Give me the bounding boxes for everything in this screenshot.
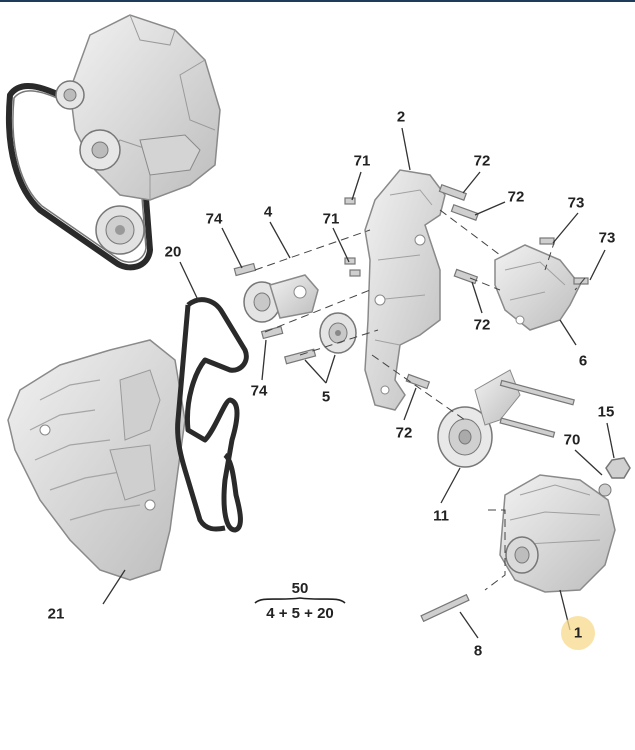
callout-part-72-lower[interactable]: 72 — [395, 424, 413, 442]
callout-part-20[interactable]: 20 — [164, 243, 182, 261]
callout-part-71-middle[interactable]: 71 — [322, 210, 340, 228]
callout-leader-lines — [102, 127, 615, 639]
callout-part-4[interactable]: 4 — [263, 203, 273, 221]
callout-part-5[interactable]: 5 — [321, 388, 331, 406]
kit-brace — [254, 597, 346, 604]
assembly-guide-lines — [254, 209, 586, 591]
callout-part-73-lower[interactable]: 73 — [598, 229, 616, 247]
callout-part-71-top[interactable]: 71 — [353, 152, 371, 170]
accessory-bracket-part-2 — [364, 169, 446, 411]
callout-part-73-upper[interactable]: 73 — [567, 194, 585, 212]
highlight-circle-part-1 — [561, 616, 595, 650]
kit-contents: 4 + 5 + 20 — [266, 605, 334, 622]
callout-part-72-middle[interactable]: 72 — [473, 316, 491, 334]
callout-part-74-upper[interactable]: 74 — [205, 210, 223, 228]
top-border-line — [0, 0, 635, 2]
callout-part-70[interactable]: 70 — [563, 431, 581, 449]
callout-part-72-upper-right[interactable]: 72 — [507, 188, 525, 206]
callout-part-1[interactable]: 1 — [573, 624, 583, 642]
idler-pulley-part-5 — [319, 312, 357, 354]
kit-number[interactable]: 50 — [291, 580, 309, 597]
drive-belt-part-20 — [175, 297, 249, 533]
callout-part-15[interactable]: 15 — [597, 403, 615, 421]
fasteners — [233, 183, 589, 623]
bracket-part-6 — [494, 244, 581, 331]
callout-part-2[interactable]: 2 — [396, 108, 406, 126]
callout-part-8[interactable]: 8 — [473, 642, 483, 660]
callout-part-72-top[interactable]: 72 — [473, 152, 491, 170]
nut-part-15 — [605, 457, 631, 479]
callout-part-74-lower[interactable]: 74 — [250, 382, 268, 400]
pulley-part-11 — [437, 369, 521, 468]
callout-part-21[interactable]: 21 — [47, 605, 65, 623]
belt-tensioner-part-4 — [243, 274, 319, 323]
timing-cover-part-21 — [7, 339, 186, 581]
callout-part-11[interactable]: 11 — [433, 507, 449, 525]
alternator-part-1 — [499, 474, 616, 593]
engine-assembly-overview — [5, 14, 221, 271]
callout-part-6[interactable]: 6 — [578, 352, 588, 370]
